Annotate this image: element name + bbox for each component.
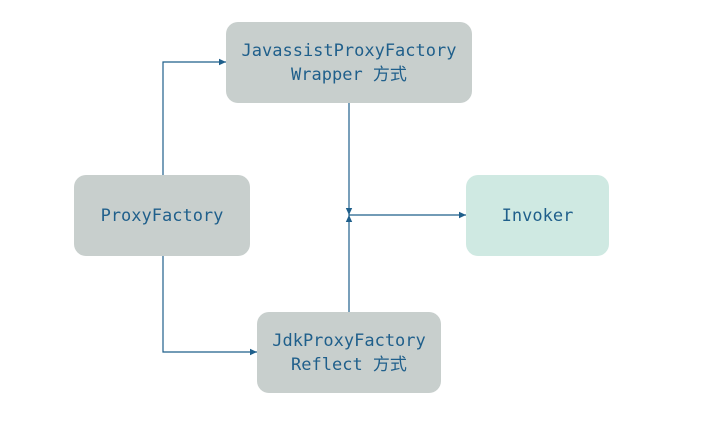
node-proxyfactory-label: ProxyFactory: [100, 205, 224, 226]
node-invoker-label: Invoker: [501, 205, 574, 226]
node-jdk-proxy-factory: JdkProxyFactory Reflect 方式: [257, 312, 441, 393]
node-jdk-subtitle: Reflect 方式: [291, 354, 407, 375]
edge-proxyfactory-to-jdk: [162, 256, 257, 356]
node-javassist-proxy-factory: JavassistProxyFactory Wrapper 方式: [226, 22, 472, 103]
node-jdk-title: JdkProxyFactory: [272, 330, 426, 351]
edge-proxyfactory-to-javassist: [162, 58, 226, 175]
node-invoker: Invoker: [466, 175, 609, 256]
node-javassist-subtitle: Wrapper 方式: [291, 64, 407, 85]
node-proxy-factory: ProxyFactory: [74, 175, 250, 256]
node-javassist-title: JavassistProxyFactory: [241, 40, 457, 61]
